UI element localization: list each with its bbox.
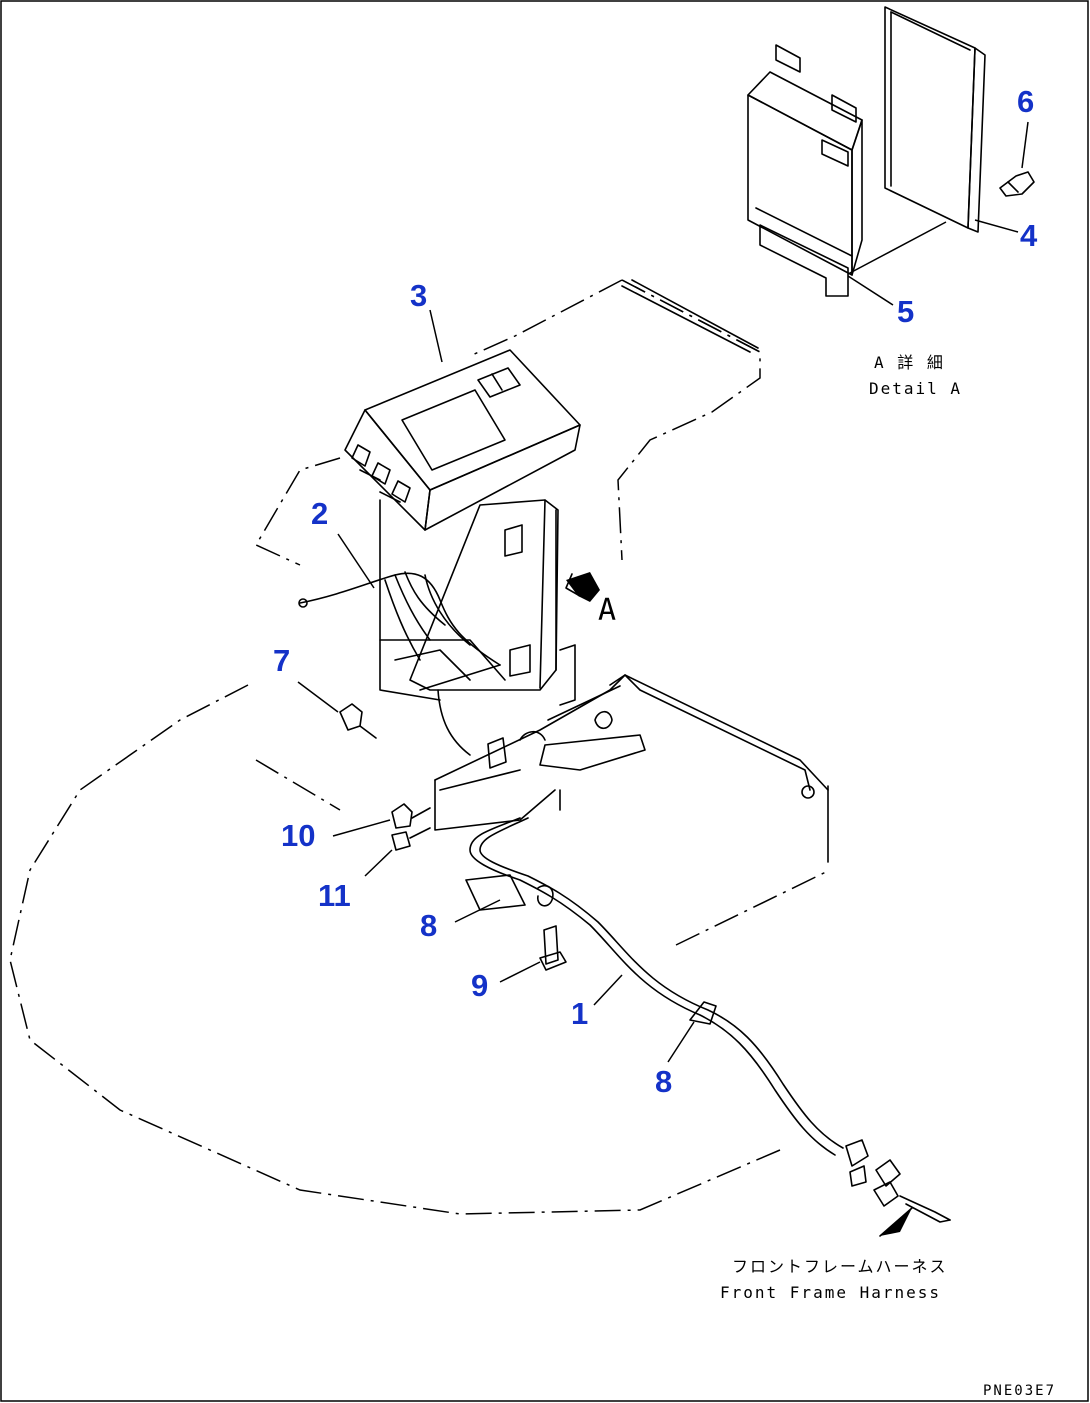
callout-9: 9 xyxy=(471,968,489,1003)
detail-title-en: Detail A xyxy=(869,379,963,398)
bolt-7 xyxy=(297,681,377,739)
monitor-panel xyxy=(344,309,581,531)
callout-3: 3 xyxy=(410,278,428,313)
harness-note-en: Front Frame Harness xyxy=(720,1283,942,1302)
detail-a-controller xyxy=(747,6,1035,306)
detail-title-jp: A 詳 細 xyxy=(874,353,945,372)
callout-7: 7 xyxy=(273,643,291,678)
callout-4: 4 xyxy=(1020,218,1038,253)
callout-6: 6 xyxy=(1017,84,1035,119)
drawing-code: PNE03E7 xyxy=(983,1383,1057,1399)
callout-1: 1 xyxy=(571,996,589,1031)
harness-2 xyxy=(298,533,501,756)
parts-10-11 xyxy=(332,803,431,877)
callout-10: 10 xyxy=(281,818,316,853)
controller-bracket xyxy=(379,499,576,706)
callout-11: 11 xyxy=(318,878,351,913)
view-arrow-label: A xyxy=(598,593,617,628)
harness-note-jp: フロントフレームハーネス xyxy=(732,1257,948,1276)
callout-5: 5 xyxy=(897,294,915,329)
harness-1 xyxy=(454,817,951,1237)
floor-plate xyxy=(434,674,829,831)
cab-outline xyxy=(9,279,831,1215)
callout-2: 2 xyxy=(311,496,329,531)
callout-8-lower: 8 xyxy=(655,1064,673,1099)
callout-8-upper: 8 xyxy=(420,908,438,943)
view-arrow-a xyxy=(565,572,600,602)
